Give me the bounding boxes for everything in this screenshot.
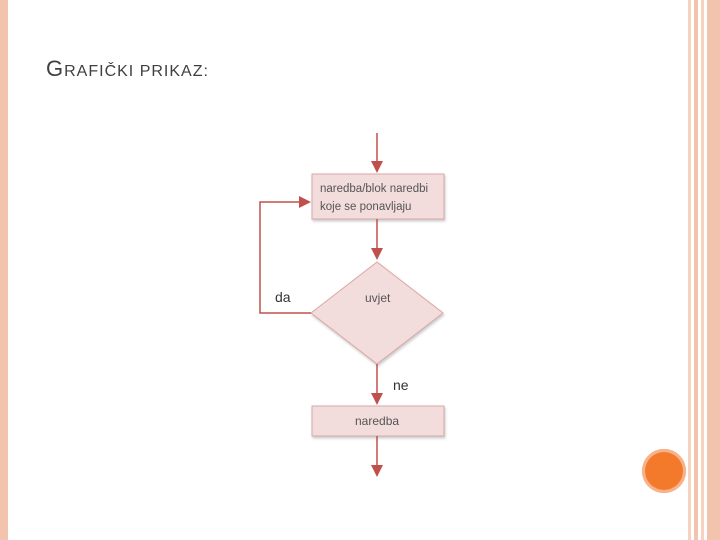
no-label: ne <box>393 377 409 393</box>
loop-body-box <box>311 173 445 220</box>
yes-label: da <box>275 289 291 305</box>
slide-frame-stripe <box>701 0 704 540</box>
slide-frame-stripe <box>707 0 720 540</box>
slide-frame-stripe <box>688 0 691 540</box>
next-statement-label: naredba <box>355 414 399 428</box>
condition-label: uvjet <box>365 291 391 305</box>
loop-body-line1: naredba/blok naredbi <box>320 183 428 195</box>
loop-body-line2: koje se ponavljaju <box>320 201 411 213</box>
accent-circle <box>642 449 686 493</box>
title-first-letter: G <box>46 56 65 81</box>
next-statement-box <box>311 405 445 437</box>
slide-frame-left <box>0 0 8 540</box>
slide-frame-stripe <box>694 0 698 540</box>
title-rest: RAFIČKI PRIKAZ: <box>64 63 209 80</box>
slide-title: GRAFIČKI PRIKAZ: <box>46 56 209 82</box>
condition-diamond <box>310 261 444 365</box>
loop-back-arrow <box>259 196 311 314</box>
